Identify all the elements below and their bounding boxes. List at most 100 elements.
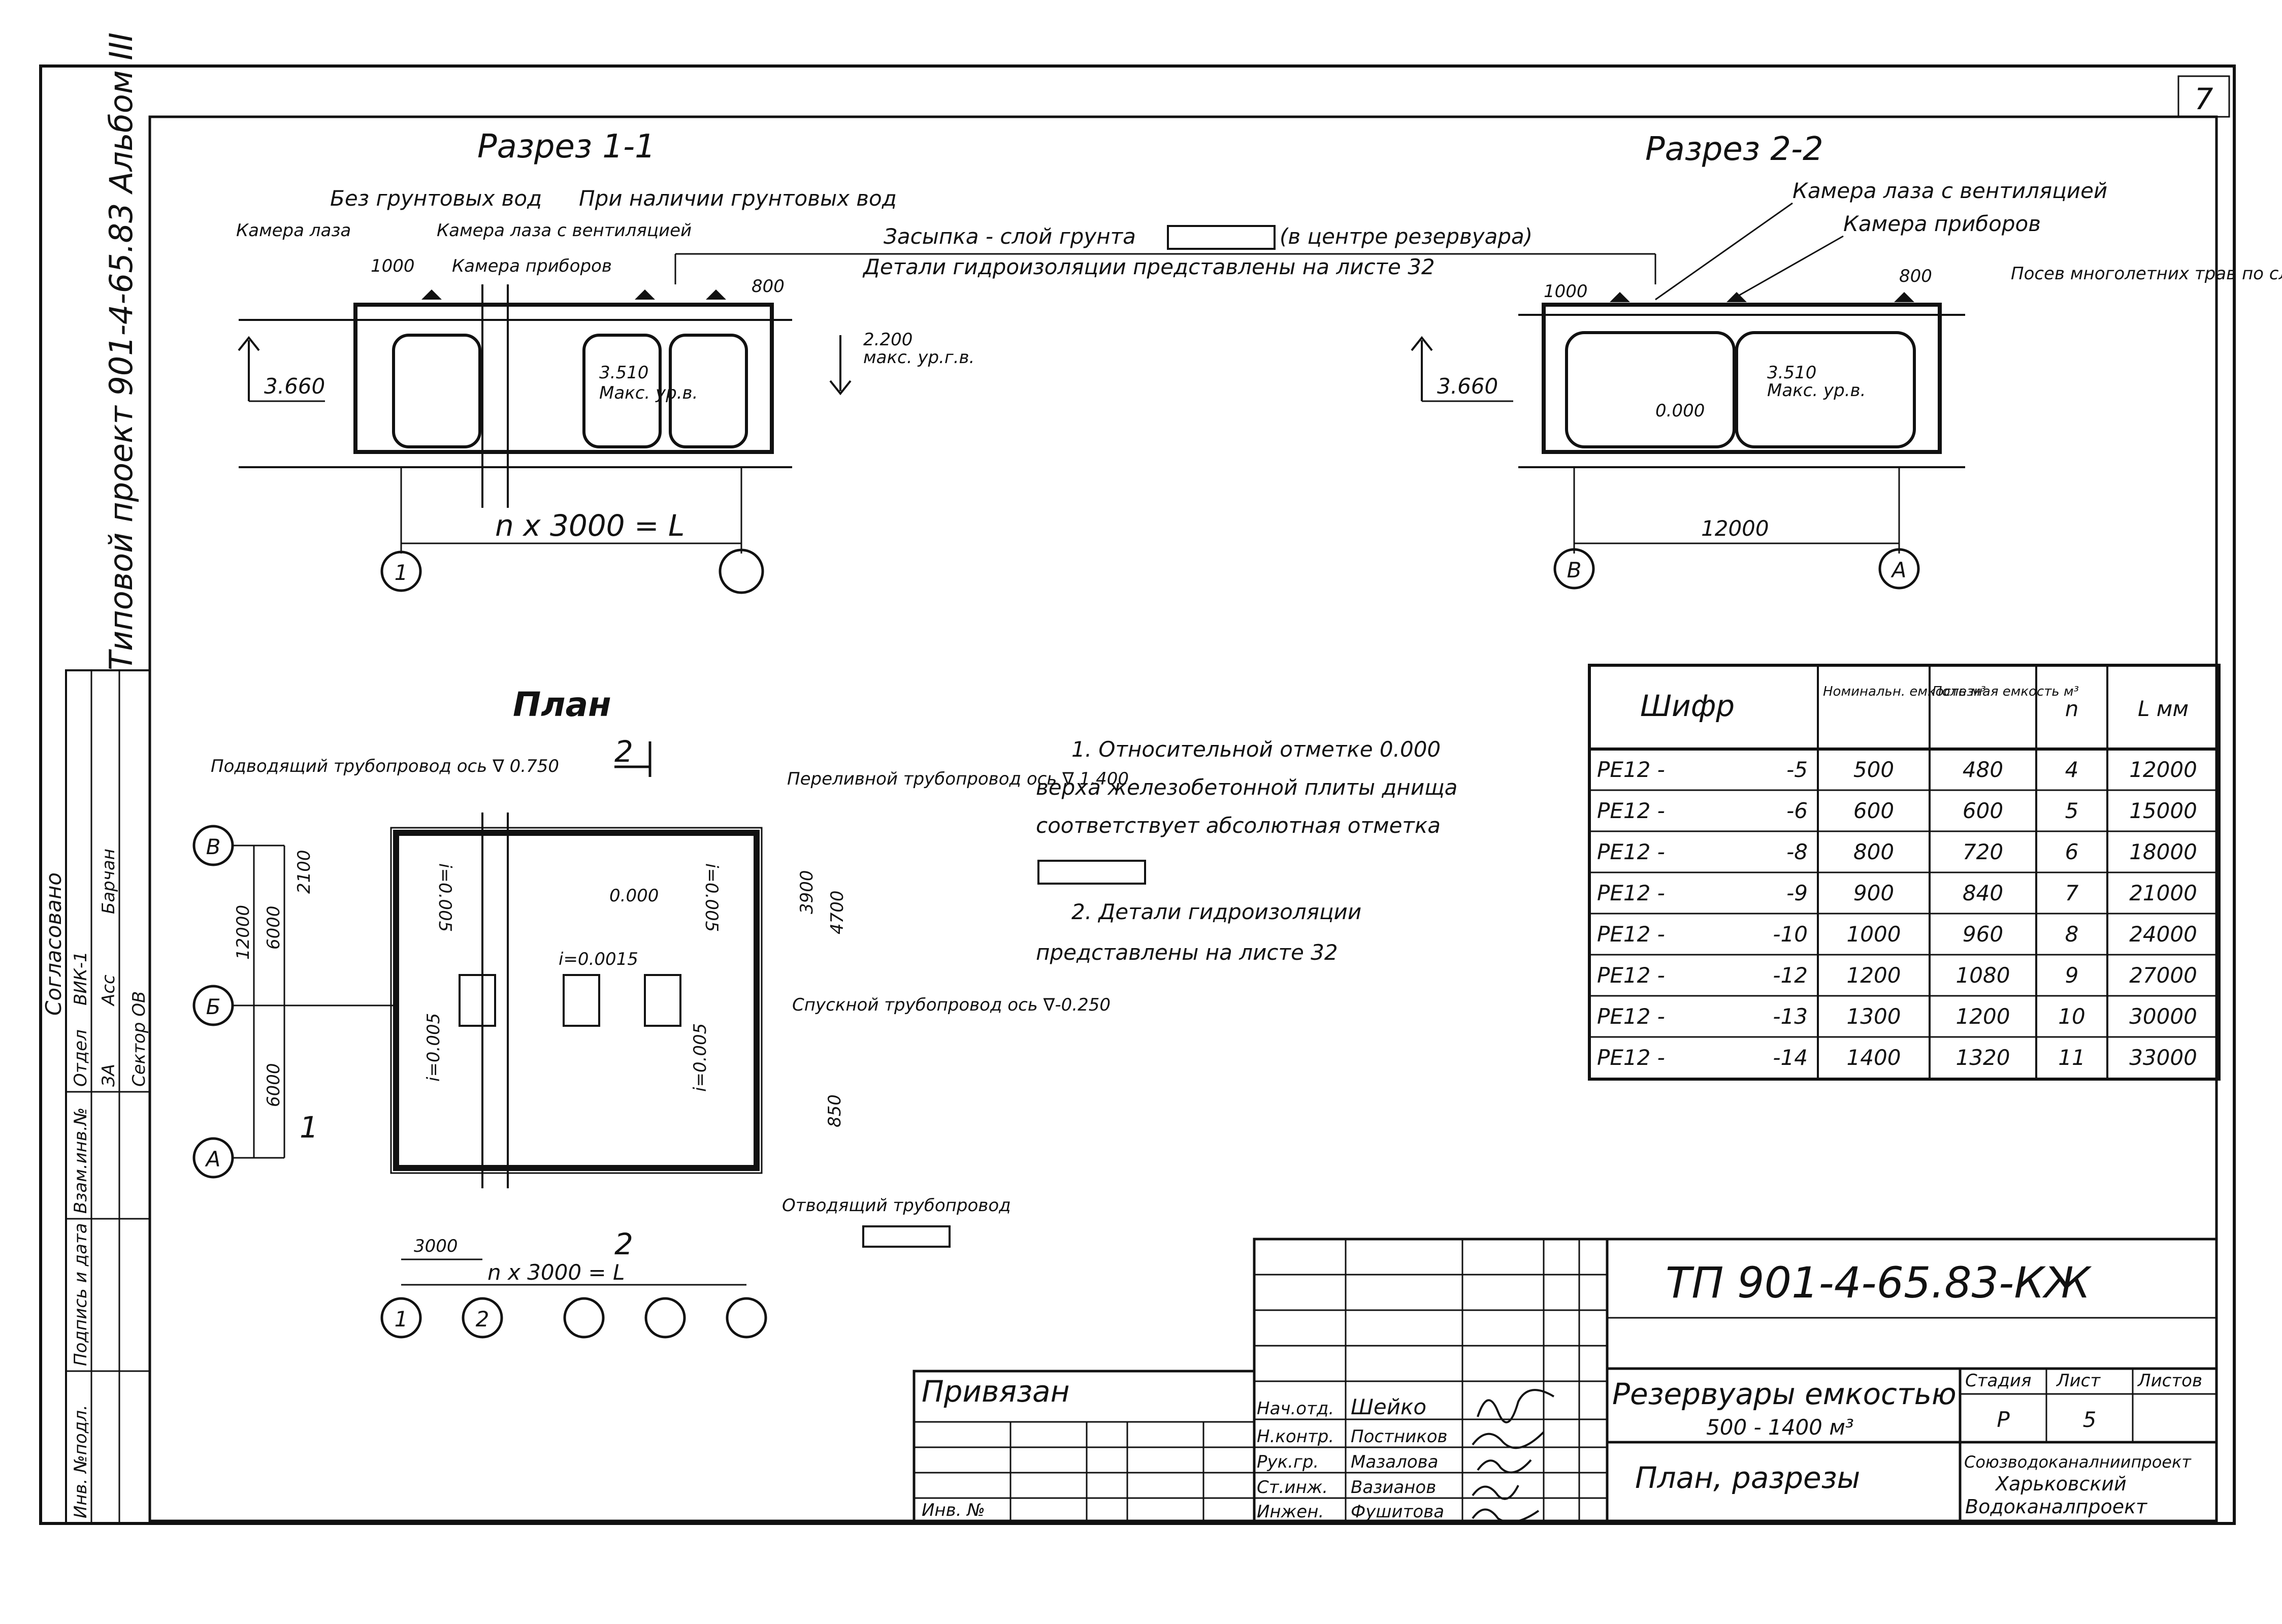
dim-4700: 4700 [827, 890, 847, 934]
table-cell: 21000 [2129, 881, 2197, 905]
table-cell: 30000 [2129, 1004, 2197, 1029]
slope-5: i=0.0015 [559, 949, 638, 969]
table-cell: 10 [2058, 1004, 2085, 1029]
object-capacity: 500 - 1400 м³ [1706, 1415, 1854, 1440]
elev-2200-label: макс. ур.г.в. [863, 347, 974, 368]
note-line-2: верха железобетонной плиты днища [1036, 775, 1457, 800]
th-n: n [2065, 696, 2079, 721]
table-cell: 1200 [1956, 1004, 2010, 1029]
signature-icon [1472, 1485, 1519, 1500]
notes: 1. Относительной отметке 0.000 верха жел… [1036, 737, 1457, 965]
dim-6000-bottom: 6000 [264, 1063, 284, 1107]
table-cell: 27000 [2129, 963, 2197, 988]
hatch-icon [1726, 292, 1747, 302]
table-cell: 800 [1853, 839, 1894, 864]
outlet-pipe-box [862, 1225, 951, 1248]
tank-1-1 [353, 303, 774, 454]
section-1-1: Разрез 1-1 Без грунтовых вод При наличии… [236, 128, 1656, 594]
approval-za: ЗА [99, 1064, 119, 1087]
elev-2200: 2.200 [863, 330, 912, 350]
section-2-2-title: Разрез 2-2 [1645, 131, 1823, 168]
role-name: Вазианов [1351, 1477, 1436, 1498]
dim-800-2: 800 [1899, 266, 1932, 286]
table-cell: -12 [1773, 963, 1808, 988]
table-cell: 1400 [1847, 1045, 1901, 1070]
signature-icon [1477, 1459, 1532, 1474]
outlet-pipe: Отводящий трубопровод [782, 1195, 1011, 1216]
table-cell: 600 [1963, 798, 2003, 823]
sheet-value: 5 [2083, 1407, 2097, 1432]
axis-1-1-left: 1 [395, 560, 408, 585]
dim-3900: 3900 [797, 870, 817, 914]
slope-1: i=0.005 [435, 863, 455, 932]
note-abs-elev-box [1037, 860, 1146, 885]
label-with-groundwater: При наличии грунтовых вод [579, 186, 897, 211]
table-cell: 15000 [2129, 798, 2197, 823]
table-cell: РЕ12 - [1597, 1004, 1665, 1029]
role-name: Постников [1351, 1426, 1448, 1447]
axis-row-v: В [206, 834, 221, 859]
backfill-box [1167, 225, 1276, 250]
org-2: Харьковский [1995, 1473, 2127, 1495]
section-1-1-title: Разрез 1-1 [477, 128, 656, 166]
object-name: Резервуары емкостью [1612, 1377, 1957, 1411]
backfill-center: (в центре резервуара) [1280, 224, 1533, 249]
elev-0000-plan: 0.000 [609, 886, 659, 906]
table-cell: 5 [2065, 798, 2079, 823]
label-instruments-2: Камера приборов [1843, 211, 2041, 236]
table-cell: 8 [2065, 922, 2079, 947]
th-nominal: Номинальн. емкость м³ [1823, 684, 1986, 699]
table-cell: 24000 [2129, 922, 2197, 947]
drain-pipe: Спускной трубопровод ось ∇-0.250 [792, 995, 1111, 1015]
grass-note: Посев многолетних трав по слою раститель… [2011, 264, 2282, 284]
table-cell: 500 [1853, 757, 1894, 782]
note-line-3: соответствует абсолютная отметка [1036, 813, 1441, 838]
stage-value: Р [1997, 1407, 2010, 1432]
note-line-4: 2. Детали гидроизоляции [1071, 899, 1361, 924]
elev-3660: 3.660 [264, 374, 325, 399]
approval-block: Согласовано Отдел ВИК-1 ЗА Асс Барчан Се… [41, 669, 151, 1524]
slope-4: i=0.005 [690, 1023, 710, 1092]
table-cell: РЕ12 - [1597, 922, 1665, 947]
role-label: Рук.гр. [1257, 1452, 1319, 1472]
axis-col-2: 2 [476, 1307, 490, 1331]
plan-cut-1: 1 [300, 1110, 318, 1145]
role-name: Фушитова [1351, 1502, 1444, 1522]
axis-row-a: А [205, 1147, 221, 1172]
slope-2: i=0.005 [701, 863, 722, 932]
elev-3510-2: 3.510 [1767, 363, 1816, 383]
label-no-groundwater: Без грунтовых вод [330, 186, 542, 211]
sheet-number-box [2177, 75, 2230, 118]
approval-sector: Сектор ОВ [129, 991, 149, 1087]
table-cell: 1080 [1956, 963, 2010, 988]
table-cell: 960 [1963, 922, 2003, 947]
dim-2100: 2100 [294, 850, 314, 894]
plan-tank-outline [393, 830, 760, 1171]
dim-12000: 12000 [233, 905, 253, 960]
elev-3510-label: Макс. ур.в. [599, 383, 698, 403]
table-cell: 6 [2065, 839, 2079, 864]
table-cell: 11 [2058, 1045, 2085, 1070]
axis-col-1: 1 [395, 1307, 408, 1331]
axis-2-2-right: А [1890, 558, 1907, 582]
th-code: Шифр [1640, 689, 1735, 723]
table-cell: 4 [2065, 757, 2079, 782]
role-name: Мазалова [1351, 1452, 1439, 1472]
dim-800: 800 [752, 276, 785, 297]
sheets-header: Листов [2137, 1371, 2202, 1391]
section-2-2: Разрез 2-2 Камера лаза с вентиляцией Кам… [1411, 131, 2282, 590]
elev-3660-2: 3.660 [1437, 374, 1498, 399]
hatch-icon [706, 289, 726, 300]
inlet-pipe-1: Подводящий трубопровод ось ∇ 0.750 [211, 756, 559, 776]
signature-icon [1477, 1389, 1555, 1423]
role-label: Инжен. [1257, 1502, 1324, 1522]
side-title: Типовой проект 901-4-65.83 Альбом III [103, 33, 140, 670]
approval-acc: Асс [99, 975, 119, 1006]
table-cell: 900 [1853, 881, 1894, 905]
table-cell: -13 [1773, 1004, 1808, 1029]
stage-header: Стадия [1965, 1371, 2031, 1391]
plan-title: План [513, 685, 611, 724]
inv-label: Инв. № [922, 1500, 985, 1520]
approval-dept: Отдел [71, 1029, 91, 1087]
signature-icon [1472, 1431, 1545, 1449]
